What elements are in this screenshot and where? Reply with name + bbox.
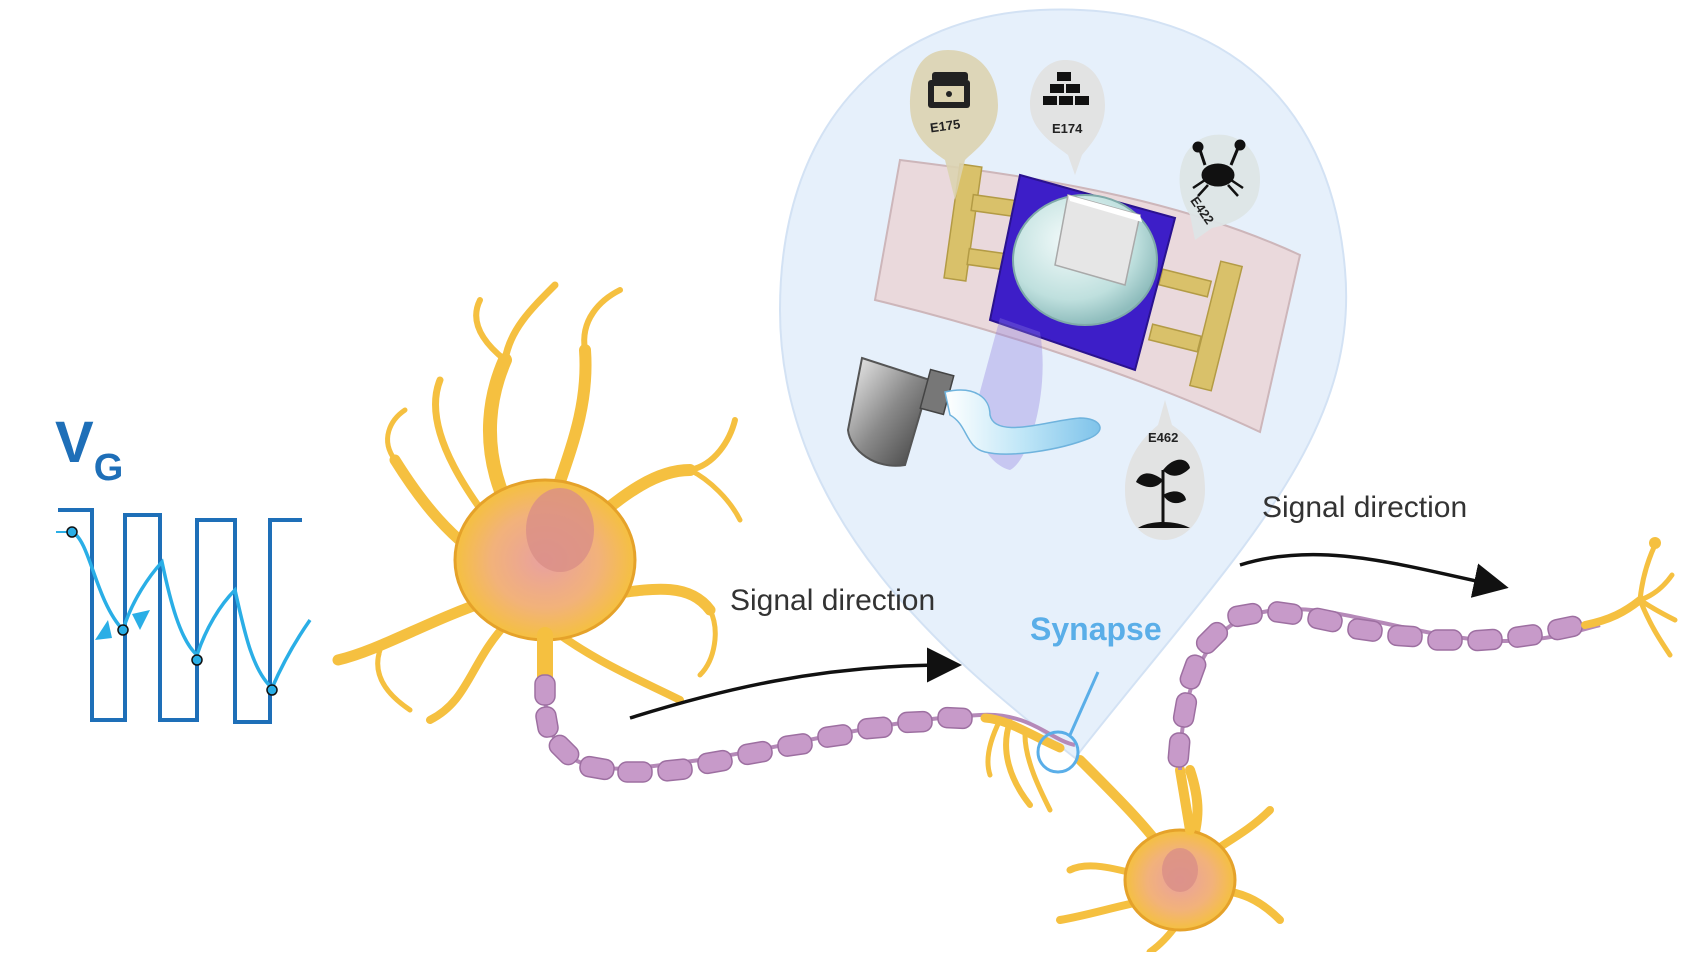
myelin-segment [897,710,933,734]
second-myelin-sheath [1167,601,1583,768]
treasure-chest-icon [928,72,970,108]
plant-icon [1136,459,1190,528]
sample-point [191,654,203,666]
myelin-segment [579,755,615,781]
myelin-segment [1167,732,1191,768]
synapse-marker [1036,730,1080,774]
myelin-segment [817,724,853,748]
left-electrode [943,163,1024,282]
myelin-segment [1172,692,1198,728]
sample-point [266,684,278,696]
sample-point [66,526,78,538]
myelin-segment [737,740,773,766]
presynaptic-neuron [332,281,743,724]
sample-point [117,624,129,636]
myelin-segment [1307,607,1343,633]
voltage-label-main: V [55,410,94,475]
additive-badge-plant: E462 [1125,400,1205,540]
myelin-segment [1195,621,1229,655]
crab-icon [1192,139,1246,197]
voltage-label: VG [55,410,123,489]
myelin-sheath [534,674,973,783]
gate-voltage-waveform: VG [55,410,312,724]
synapse-pointer [1068,671,1100,736]
myelin-segment [1507,624,1543,648]
myelin-segment [1227,602,1263,628]
square-pulse-train [58,508,302,724]
signal-direction-label-left: Signal direction [730,584,935,617]
myelin-segment [777,733,813,757]
additive-label-e175: E175 [929,116,961,135]
myelin-segment [1467,628,1503,652]
signal-arrow-right [1239,552,1509,598]
myelin-segment [1347,618,1383,642]
second-axon-terminal [1581,537,1678,658]
postsynaptic-neuron [1056,755,1284,956]
additive-badge-crab: E422 [1179,134,1261,240]
toothpaste-stream [944,389,1101,455]
signal-arrow-left [629,647,962,720]
facilitation-arrow [95,620,112,640]
gold-bars-icon [1043,72,1089,105]
myelin-segment [1387,624,1423,648]
right-electrode [1147,260,1244,392]
presynaptic-nucleus [526,488,594,572]
synapse-label: Synapse [1030,611,1162,647]
myelin-segment [857,716,893,740]
myelin-segment [534,674,556,706]
myelin-segment [1547,615,1583,641]
gate-electrode [1054,194,1141,286]
toothpaste-tube [846,356,1101,467]
myelin-segment [697,749,733,775]
axon-terminal [980,713,1065,813]
myelin-segment [617,761,653,783]
additive-label-e174: E174 [1052,121,1083,136]
signal-direction-label-right: Signal direction [1262,491,1467,524]
myelin-segment [548,734,580,766]
myelin-segment [937,706,973,730]
myelin-segment [1267,601,1303,625]
myelin-segment [1179,654,1207,690]
additive-label-e462: E462 [1148,430,1178,445]
voltage-label-subscript: G [94,447,124,489]
myelin-segment [1427,629,1463,651]
myelin-segment [535,706,559,738]
myelin-segment [657,758,693,782]
postsynaptic-nucleus [1162,848,1198,892]
additive-badge-treasure: E175 [910,50,998,200]
facilitation-arrow [132,610,150,630]
synaptic-response-curve [71,530,312,691]
additive-badge-gold-bars: E174 [1030,60,1105,175]
